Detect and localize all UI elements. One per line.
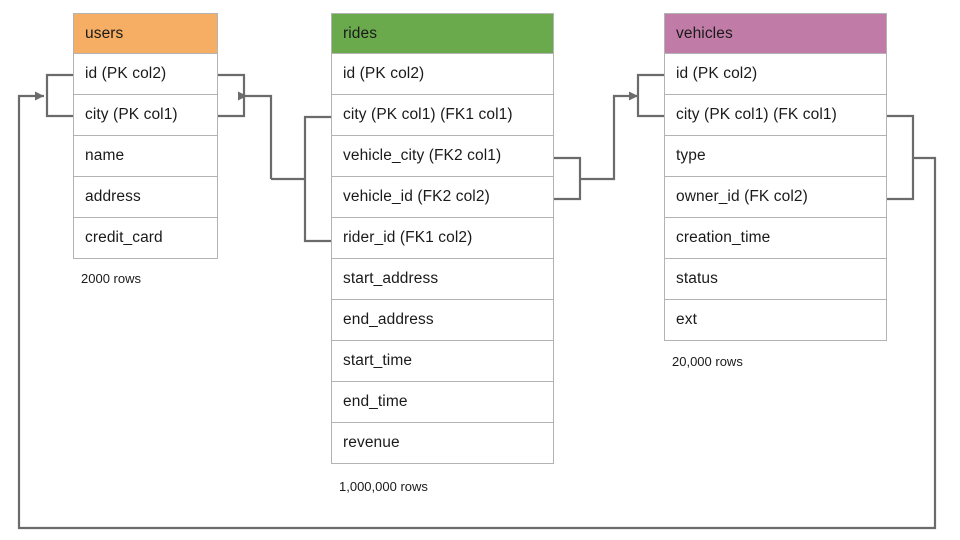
table-rides-column-end-address[interactable]: end_address xyxy=(331,300,554,341)
table-rides-title: rides xyxy=(343,24,378,42)
column-label: end_address xyxy=(343,311,434,328)
rides-fk1-bracket xyxy=(303,115,331,243)
table-vehicles-column-id[interactable]: id (PK col2) xyxy=(664,54,887,95)
table-users-column-credit-card[interactable]: credit_card xyxy=(73,218,218,259)
table-vehicles-column-ext[interactable]: ext xyxy=(664,300,887,341)
table-users[interactable]: users id (PK col2) city (PK col1) name a… xyxy=(73,13,218,259)
table-rides-column-start-time[interactable]: start_time xyxy=(331,341,554,382)
table-rides-column-id[interactable]: id (PK col2) xyxy=(331,54,554,95)
column-label: revenue xyxy=(343,434,400,451)
table-vehicles-column-status[interactable]: status xyxy=(664,259,887,300)
table-vehicles-column-owner-id[interactable]: owner_id (FK col2) xyxy=(664,177,887,218)
column-label: name xyxy=(85,147,125,164)
table-rides-header[interactable]: rides xyxy=(331,13,554,54)
table-rides-column-revenue[interactable]: revenue xyxy=(331,423,554,464)
table-users-column-address[interactable]: address xyxy=(73,177,218,218)
vehicles-fk-bracket xyxy=(887,114,915,201)
table-vehicles-title: vehicles xyxy=(676,24,733,42)
rides-fk2-route xyxy=(580,91,638,181)
column-label: city (PK col1) (FK1 col1) xyxy=(343,106,513,123)
column-label: owner_id (FK col2) xyxy=(676,188,808,205)
column-label: start_address xyxy=(343,270,439,287)
table-rides-column-vehicle-id[interactable]: vehicle_id (FK2 col2) xyxy=(331,177,554,218)
column-label: end_time xyxy=(343,393,408,410)
table-users-column-city[interactable]: city (PK col1) xyxy=(73,95,218,136)
column-label: creation_time xyxy=(676,229,771,246)
table-users-row-count: 2000 rows xyxy=(81,271,141,286)
table-users-header[interactable]: users xyxy=(73,13,218,54)
column-label: city (PK col1) (FK col1) xyxy=(676,106,837,123)
table-vehicles-column-creation-time[interactable]: creation_time xyxy=(664,218,887,259)
vehicles-target-bracket-left xyxy=(636,73,664,118)
column-label: vehicle_city (FK2 col1) xyxy=(343,147,502,164)
table-rides-row-count: 1,000,000 rows xyxy=(339,479,428,494)
column-label: vehicle_id (FK2 col2) xyxy=(343,188,490,205)
column-label: city (PK col1) xyxy=(85,106,178,123)
column-label: rider_id (FK1 col2) xyxy=(343,229,473,246)
table-rides-column-city[interactable]: city (PK col1) (FK1 col1) xyxy=(331,95,554,136)
column-label: ext xyxy=(676,311,697,328)
column-label: id (PK col2) xyxy=(676,65,758,82)
table-vehicles-column-type[interactable]: type xyxy=(664,136,887,177)
table-vehicles-row-count: 20,000 rows xyxy=(672,354,743,369)
column-label: id (PK col2) xyxy=(343,65,425,82)
table-rides-column-start-address[interactable]: start_address xyxy=(331,259,554,300)
rides-fk1-route xyxy=(238,91,273,179)
table-rides-column-rider-id[interactable]: rider_id (FK1 col2) xyxy=(331,218,554,259)
table-rides-column-vehicle-city[interactable]: vehicle_city (FK2 col1) xyxy=(331,136,554,177)
table-users-title: users xyxy=(85,24,124,42)
users-target-bracket-left xyxy=(45,73,73,118)
column-label: id (PK col2) xyxy=(85,65,167,82)
rides-fk2-bracket xyxy=(554,156,582,201)
column-label: credit_card xyxy=(85,229,163,246)
table-users-column-id[interactable]: id (PK col2) xyxy=(73,54,218,95)
table-rides-column-end-time[interactable]: end_time xyxy=(331,382,554,423)
table-users-column-name[interactable]: name xyxy=(73,136,218,177)
column-label: start_time xyxy=(343,352,413,369)
column-label: type xyxy=(676,147,706,164)
users-target-bracket-right xyxy=(218,73,246,118)
table-vehicles-header[interactable]: vehicles xyxy=(664,13,887,54)
column-label: status xyxy=(676,270,718,287)
column-label: address xyxy=(85,188,141,205)
table-vehicles-column-city[interactable]: city (PK col1) (FK col1) xyxy=(664,95,887,136)
table-rides[interactable]: rides id (PK col2) city (PK col1) (FK1 c… xyxy=(331,13,554,464)
table-vehicles[interactable]: vehicles id (PK col2) city (PK col1) (FK… xyxy=(664,13,887,341)
